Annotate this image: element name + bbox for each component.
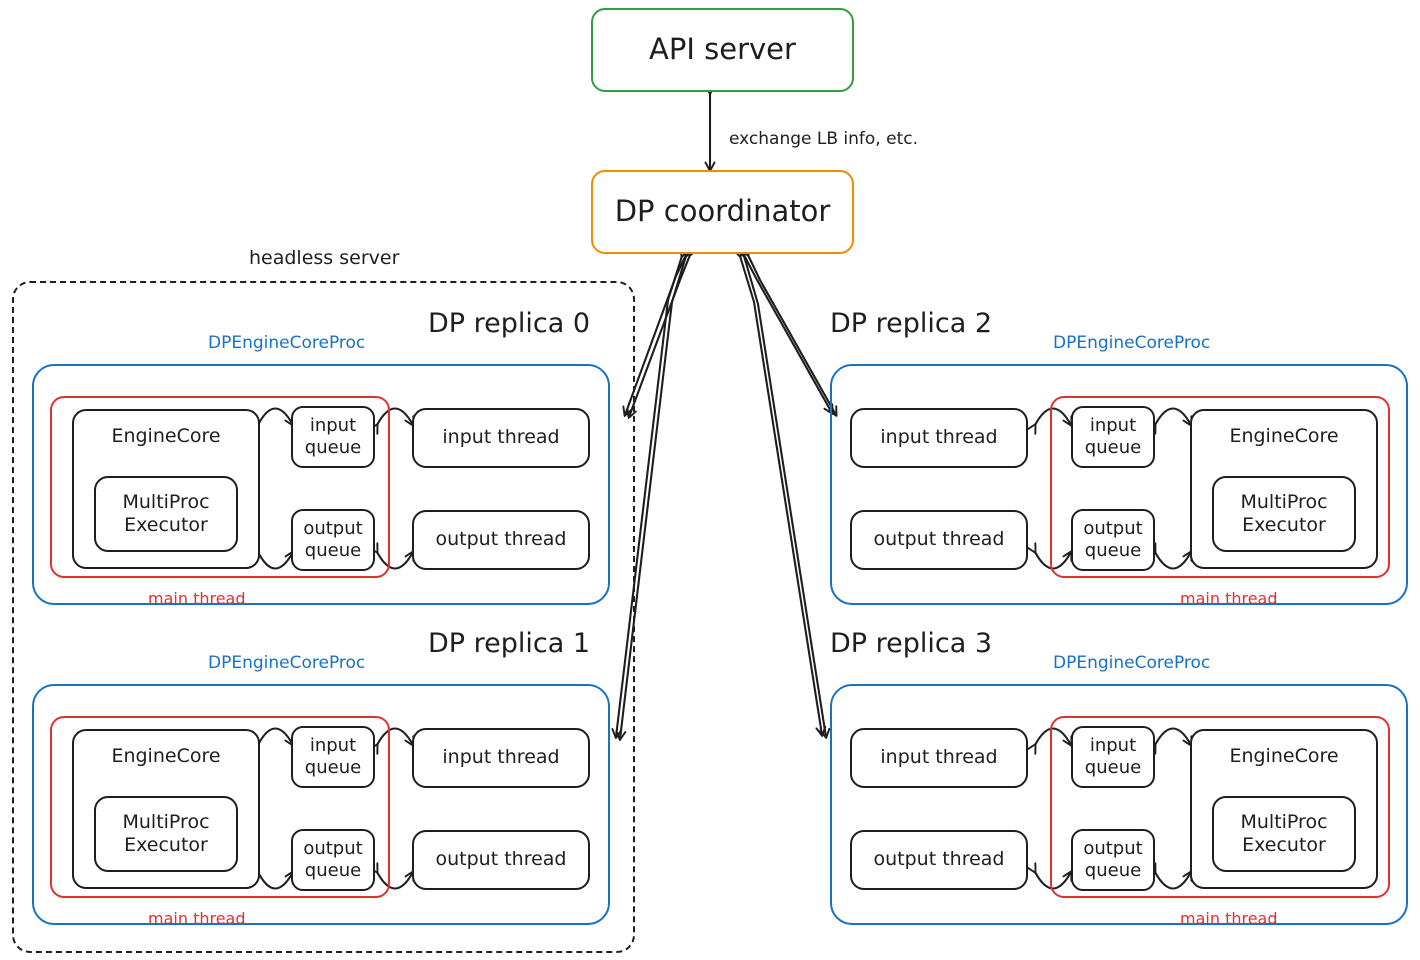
replica-3-main-thread-frame <box>1050 716 1390 898</box>
replica-2-input-thread[interactable]: input thread <box>850 408 1028 468</box>
input-thread-label: input thread <box>880 426 998 449</box>
replica-1-input-queue[interactable]: input queue <box>291 726 375 788</box>
input-thread-label: input thread <box>442 426 560 449</box>
replica-3-multiproc-executor[interactable]: MultiProc Executor <box>1212 796 1356 872</box>
replica-1-output-thread[interactable]: output thread <box>412 830 590 890</box>
replica-2-main-thread-label: main thread <box>1180 589 1278 608</box>
replica-0-input-queue[interactable]: input queue <box>291 406 375 468</box>
replica-2-proc-frame <box>830 364 1408 605</box>
api-server-label: API server <box>649 32 796 67</box>
input-queue-label: input queue <box>304 735 362 778</box>
dp-coordinator-label: DP coordinator <box>614 194 831 229</box>
edge-coordinator-replica3 <box>732 246 827 737</box>
engine-core-label: EngineCore <box>1229 745 1339 767</box>
replica-0-input-thread[interactable]: input thread <box>412 408 590 468</box>
output-thread-label: output thread <box>435 848 567 871</box>
replica-3-main-thread-label: main thread <box>1180 909 1278 928</box>
replica-1-output-queue[interactable]: output queue <box>291 829 375 891</box>
replica-2-input-queue[interactable]: input queue <box>1071 406 1155 468</box>
api-server-box[interactable]: API server <box>591 8 854 92</box>
replica-0-proc-label: DPEngineCoreProc <box>208 333 366 353</box>
replica-1-proc-label: DPEngineCoreProc <box>208 653 366 673</box>
input-thread-label: input thread <box>442 746 560 769</box>
multiproc-executor-label: MultiProc Executor <box>1240 810 1328 856</box>
output-queue-label: output queue <box>1083 838 1143 881</box>
replica-0-title: DP replica 0 <box>428 308 591 339</box>
replica-1-main-thread-frame <box>50 716 390 898</box>
replica-2-main-thread-frame <box>1050 396 1390 578</box>
replica-2-title: DP replica 2 <box>830 308 993 339</box>
replica-0-main-thread-frame <box>50 396 390 578</box>
replica-0-proc-frame <box>32 364 610 605</box>
multiproc-executor-label: MultiProc Executor <box>122 490 210 536</box>
replica-0-main-thread-label: main thread <box>148 589 246 608</box>
replica-2-output-thread[interactable]: output thread <box>850 510 1028 570</box>
edge-coordinator-replica2-b <box>739 245 838 417</box>
multiproc-executor-label: MultiProc Executor <box>122 810 210 856</box>
output-queue-label: output queue <box>303 518 363 561</box>
replica-1-proc-frame <box>32 684 610 925</box>
replica-3-input-thread[interactable]: input thread <box>850 728 1028 788</box>
dp-coordinator-box[interactable]: DP coordinator <box>591 170 854 254</box>
replica-0-output-queue[interactable]: output queue <box>291 509 375 571</box>
output-thread-label: output thread <box>873 848 1005 871</box>
output-queue-label: output queue <box>1083 518 1143 561</box>
replica-0-output-thread[interactable]: output thread <box>412 510 590 570</box>
output-thread-label: output thread <box>435 528 567 551</box>
replica-0-multiproc-executor[interactable]: MultiProc Executor <box>94 476 238 552</box>
replica-1-title: DP replica 1 <box>428 628 591 659</box>
output-queue-label: output queue <box>303 838 363 881</box>
engine-core-label: EngineCore <box>111 745 221 767</box>
edge-coordinator-replica3-b <box>736 246 831 739</box>
replica-3-output-thread[interactable]: output thread <box>850 830 1028 890</box>
replica-1-input-thread[interactable]: input thread <box>412 728 590 788</box>
input-queue-label: input queue <box>304 415 362 458</box>
input-thread-label: input thread <box>880 746 998 769</box>
input-queue-label: input queue <box>1084 415 1142 458</box>
replica-2-output-queue[interactable]: output queue <box>1071 509 1155 571</box>
edge-coordinator-replica0-b <box>626 245 698 419</box>
replica-3-title: DP replica 3 <box>830 628 993 659</box>
replica-2-multiproc-executor[interactable]: MultiProc Executor <box>1212 476 1356 552</box>
input-queue-label: input queue <box>1084 735 1142 778</box>
replica-1-main-thread-label: main thread <box>148 909 246 928</box>
headless-server-boundary <box>12 281 635 953</box>
replica-3-output-queue[interactable]: output queue <box>1071 829 1155 891</box>
edge-label-exchange-lb-info: exchange LB info, etc. <box>729 129 918 149</box>
edge-coordinator-replica2 <box>735 245 834 415</box>
replica-3-proc-label: DPEngineCoreProc <box>1053 653 1211 673</box>
headless-server-label: headless server <box>249 247 400 269</box>
engine-core-label: EngineCore <box>1229 425 1339 447</box>
replica-3-proc-frame <box>830 684 1408 925</box>
replica-2-proc-label: DPEngineCoreProc <box>1053 333 1211 353</box>
replica-3-input-queue[interactable]: input queue <box>1071 726 1155 788</box>
replica-1-multiproc-executor[interactable]: MultiProc Executor <box>94 796 238 872</box>
multiproc-executor-label: MultiProc Executor <box>1240 490 1328 536</box>
output-thread-label: output thread <box>873 528 1005 551</box>
engine-core-label: EngineCore <box>111 425 221 447</box>
